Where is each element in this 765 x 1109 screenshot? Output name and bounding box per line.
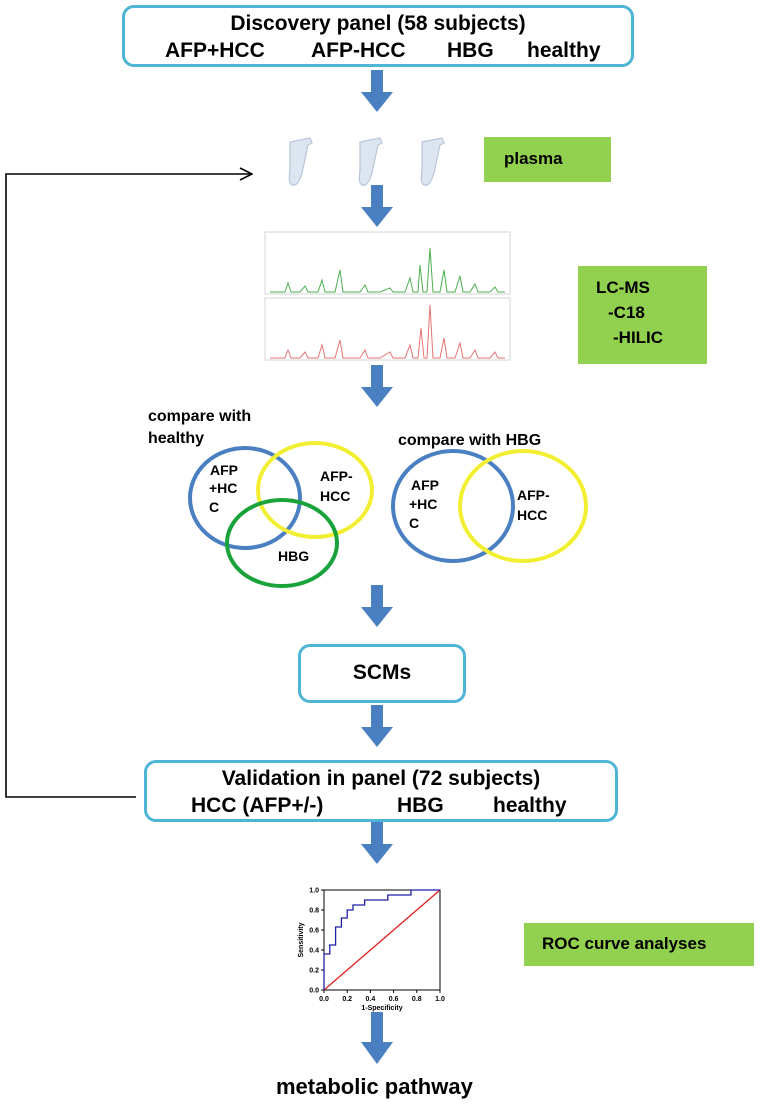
discovery-group-hbg: HBG — [447, 39, 494, 62]
plasma-tube-icon — [288, 137, 445, 186]
venn-right-label-afp-positive-2: +HC — [409, 496, 438, 512]
discovery-group-afp-negative: AFP-HCC — [311, 39, 406, 62]
roc-y-tick-label: 0.8 — [309, 908, 319, 915]
scms-label: SCMs — [352, 661, 412, 684]
arrow-scms-to-validation — [361, 705, 393, 747]
venn-right-label-afp-positive-1: AFP — [411, 477, 439, 493]
venn-left-label-afp-positive-1: AFP — [210, 462, 238, 478]
roc-plot-frame — [323, 889, 441, 991]
venn-right-circle-afp-negative — [458, 449, 588, 563]
roc-x-tick-label: 0.8 — [412, 996, 422, 1003]
arrow-discovery-to-plasma — [361, 70, 393, 112]
metabolic-pathway-label: metabolic pathway — [276, 1074, 473, 1099]
roc-y-tick-label: 0.0 — [309, 988, 319, 995]
roc-x-axis-label: 1-Specificity — [361, 1005, 402, 1012]
validation-panel-title: Validation in panel (72 subjects) — [221, 767, 541, 790]
roc-y-axis-label: Sensitivity — [298, 922, 305, 957]
lcms-label-box: LC-MS -C18 -HILIC — [578, 266, 707, 364]
lcms-line1: LC-MS — [596, 278, 650, 297]
venn-left-label-afp-positive-2: +HC — [209, 480, 238, 496]
venn-left-circle-afp-positive — [188, 446, 302, 550]
validation-panel-box: Validation in panel (72 subjects) HCC (A… — [144, 760, 618, 822]
venn-right-circle-afp-positive — [391, 449, 515, 563]
discovery-panel-box: Discovery panel (58 subjects) AFP+HCC AF… — [122, 5, 634, 67]
scms-box: SCMs — [298, 644, 466, 703]
roc-label-box: ROC curve analyses — [524, 923, 754, 966]
plasma-label: plasma — [504, 149, 563, 168]
chromatogram-icon — [264, 231, 511, 361]
venn-left-label-afp-negative-1: AFP- — [320, 468, 353, 484]
discovery-group-afp-positive: AFP+HCC — [165, 39, 265, 62]
venn-left-label-afp-positive-3: C — [209, 499, 220, 515]
venn-right-label-afp-negative-1: AFP- — [517, 487, 550, 503]
roc-x-tick-label: 0.4 — [366, 996, 376, 1003]
venn-left-label-afp-negative-2: HCC — [320, 488, 351, 504]
arrow-plasma-to-lcms — [361, 185, 393, 227]
arrow-compare-to-scms — [361, 585, 393, 627]
venn-left-title-line2: healthy — [148, 430, 205, 447]
validation-group-hcc: HCC (AFP+/-) — [191, 794, 324, 817]
roc-x-tick-label: 1.0 — [435, 996, 445, 1003]
venn-right-title: compare with HBG — [398, 432, 542, 449]
arrow-roc-to-pathway — [361, 1012, 393, 1064]
validation-group-hbg: HBG — [397, 794, 444, 817]
arrow-lcms-to-compare — [361, 365, 393, 407]
discovery-panel-title: Discovery panel (58 subjects) — [230, 12, 526, 35]
roc-curve-line — [323, 889, 440, 990]
lcms-line2: -C18 — [608, 303, 645, 322]
roc-label: ROC curve analyses — [542, 934, 707, 953]
venn-left-circle-hbg — [225, 498, 339, 588]
venn-right-label-afp-negative-2: HCC — [517, 507, 548, 523]
roc-y-tick-label: 1.0 — [309, 888, 319, 895]
roc-x-tick-label: 0.6 — [389, 996, 399, 1003]
lcms-line3: -HILIC — [613, 328, 664, 347]
roc-y-tick-label: 0.2 — [309, 968, 319, 975]
roc-y-tick-label: 0.4 — [309, 948, 319, 955]
venn-left-label-hbg: HBG — [278, 548, 310, 564]
venn-left-circle-afp-negative — [256, 441, 374, 539]
plasma-label-box: plasma — [484, 137, 611, 182]
feedback-loop-line — [5, 174, 252, 798]
venn-right-label-afp-positive-3: C — [409, 515, 420, 531]
roc-x-tick-label: 0.2 — [342, 996, 352, 1003]
roc-reference-line — [323, 889, 441, 991]
venn-right — [391, 449, 588, 563]
roc-y-tick-label: 0.6 — [309, 928, 319, 935]
discovery-group-healthy: healthy — [527, 39, 601, 62]
flow-arrow — [361, 70, 393, 1064]
venn-left — [188, 441, 374, 588]
roc-x-tick-label: 0.0 — [319, 996, 329, 1003]
venn-left-title-line1: compare with — [148, 408, 252, 425]
validation-group-healthy: healthy — [493, 794, 567, 817]
arrow-validation-to-roc — [361, 822, 393, 864]
